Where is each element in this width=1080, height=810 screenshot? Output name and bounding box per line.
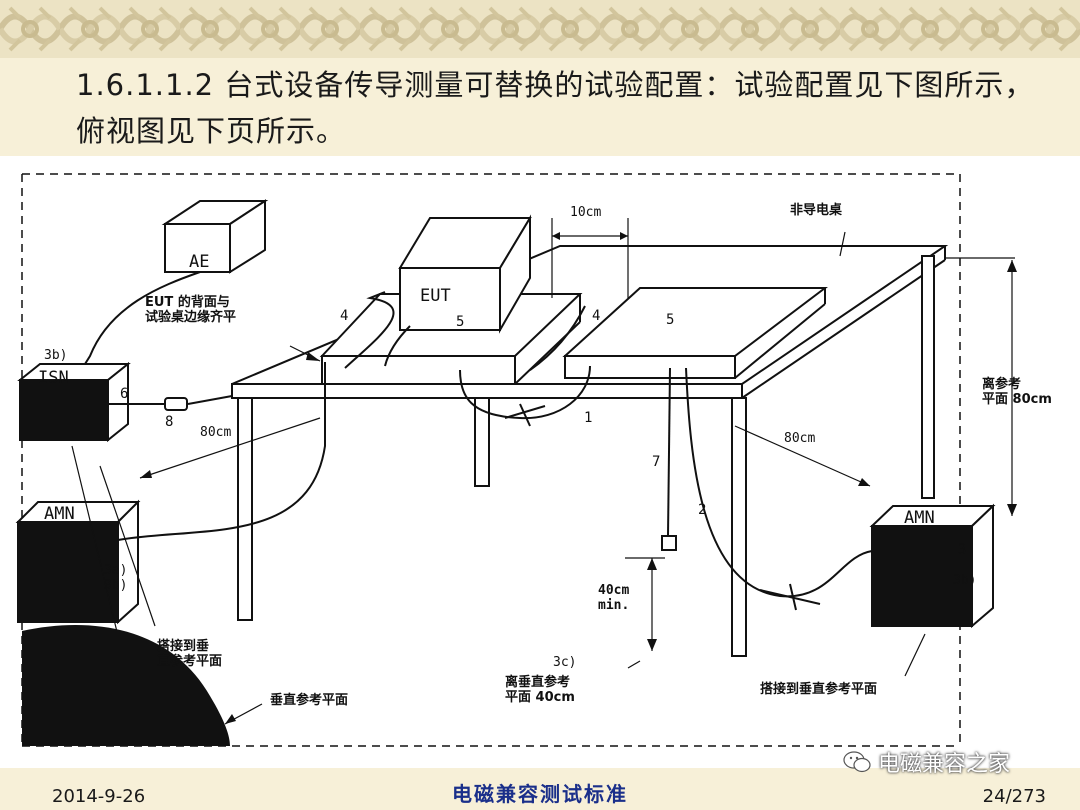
footer-page-number: 24/273	[982, 786, 1046, 807]
dim-10cm-label: 10cm	[570, 205, 602, 220]
marker-7: 7	[652, 454, 661, 470]
watermark: 电磁兼容之家	[842, 744, 1010, 780]
marker-1: 1	[584, 410, 593, 426]
vertical-plane-40cm-label: 离垂直参考 平面 40cm	[505, 675, 575, 705]
marker-3b-right: 3b)	[953, 573, 977, 588]
nonconductive-table-label: 非导电桌	[790, 203, 843, 218]
marker-4b: 4	[592, 308, 601, 324]
footer-title: 电磁兼容测试标准	[452, 782, 628, 806]
dim-40cm-min-label: 40cm min.	[598, 583, 630, 613]
dim-80cm-left: 80cm	[200, 425, 232, 440]
vertical-ref-plane-label: 垂直参考平面	[270, 693, 349, 708]
eut-back-flush-label: EUT 的背面与 试验桌边缘齐平	[145, 295, 237, 325]
eut-box-label: EUT	[420, 286, 451, 306]
bond-right-label: 搭接到垂直参考平面	[760, 682, 878, 697]
amn-left-box-label: AMN	[44, 504, 75, 524]
marker-3: 3	[958, 542, 967, 558]
dim-80cm-right: 80cm	[784, 431, 816, 446]
marker-4a: 4	[340, 308, 349, 324]
decorative-banner	[0, 0, 1080, 58]
test-setup-diagram: AE EUT ISN AMN AMN 10cm 非导电桌 EUT 的背面与 试验…	[0, 156, 1080, 768]
marker-3c: 3c)	[553, 655, 577, 670]
wechat-icon	[843, 751, 871, 773]
marker-5b: 5	[666, 312, 675, 328]
slide-title: 1.6.1.1.2 台式设备传导测量可替换的试验配置：试验配置见下图所示，俯视图…	[76, 68, 1035, 148]
marker-6: 6	[120, 386, 129, 402]
ae-box-label: AE	[189, 252, 210, 272]
marker-3a-3b-left: 3a) 3b)	[104, 563, 128, 593]
marker-8: 8	[165, 414, 174, 430]
footer-date: 2014-9-26	[52, 786, 146, 807]
ground-plane-80cm-label: 离参考 平面 80cm	[982, 377, 1052, 407]
amn-right-box-label: AMN	[904, 508, 935, 528]
watermark-text: 电磁兼容之家	[878, 752, 1011, 777]
marker-5a: 5	[456, 314, 465, 330]
diagram-drawing	[15, 173, 1017, 747]
bond-left-label: 搭接到垂 直参考平面	[157, 639, 223, 669]
isn-box-label: ISN	[38, 368, 69, 388]
marker-2: 2	[698, 502, 707, 518]
marker-3b-top: 3b)	[44, 348, 68, 363]
